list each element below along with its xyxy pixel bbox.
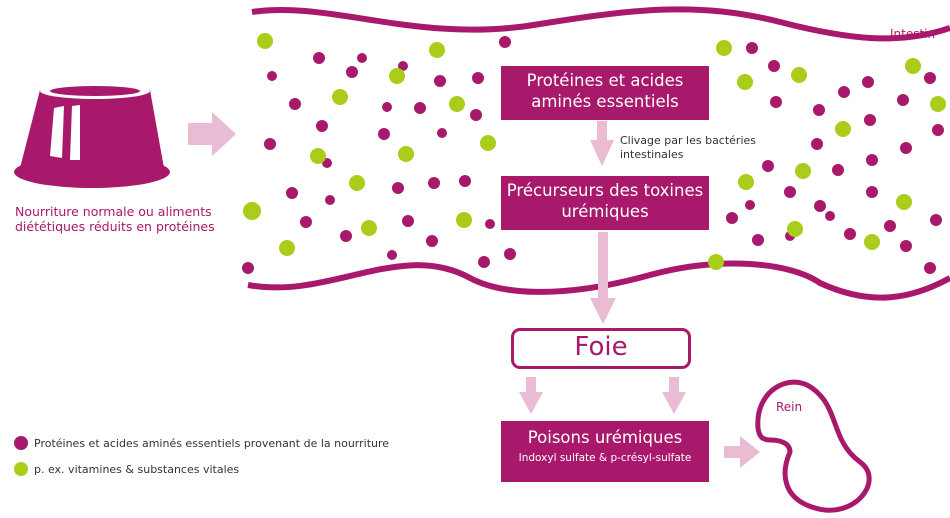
food-label: Nourriture normale ou aliments diététiqu… — [15, 204, 215, 234]
uremic-poisons-title: Poisons urémiques — [527, 428, 683, 447]
liver-box: Foie — [511, 328, 691, 369]
food-bowl-icon — [14, 83, 170, 188]
protein-particles — [242, 36, 944, 274]
uremic-poisons-box: Poisons urémiques Indoxyl sulfate & p-cr… — [501, 421, 709, 482]
legend-item-vitamins: p. ex. vitamines & substances vitales — [14, 462, 239, 476]
arrow-cleavage — [590, 121, 614, 166]
intestine-label: Intestin — [890, 27, 936, 41]
arrow-liver-right — [662, 377, 686, 414]
proteins-box: Protéines et acides aminés essentiels — [501, 66, 709, 120]
intestine-top-wall — [251, 6, 950, 42]
kidney-label: Rein — [776, 400, 803, 414]
cleavage-label: Clivage par les bactéries intestinales — [620, 134, 757, 161]
arrow-food-to-intestine — [188, 112, 236, 156]
arrow-to-kidney — [724, 436, 760, 468]
legend-label-vitamins: p. ex. vitamines & substances vitales — [34, 462, 240, 476]
uremic-poisons-subtitle: Indoxyl sulfate & p-crésyl-sulfate — [518, 452, 692, 464]
arrow-liver-left — [519, 377, 543, 414]
kidney-icon — [755, 379, 872, 513]
legend-swatch-proteins — [14, 436, 28, 450]
precursors-box: Précurseurs des toxines urémiques — [501, 176, 709, 230]
intestine-bottom-wall — [247, 260, 950, 301]
vitamin-particles — [243, 33, 946, 270]
legend-item-proteins: Protéines et acides aminés essentiels pr… — [14, 436, 389, 450]
legend-swatch-vitamins — [14, 462, 28, 476]
legend-label-proteins: Protéines et acides aminés essentiels pr… — [34, 436, 390, 450]
arrow-to-liver — [590, 232, 616, 324]
